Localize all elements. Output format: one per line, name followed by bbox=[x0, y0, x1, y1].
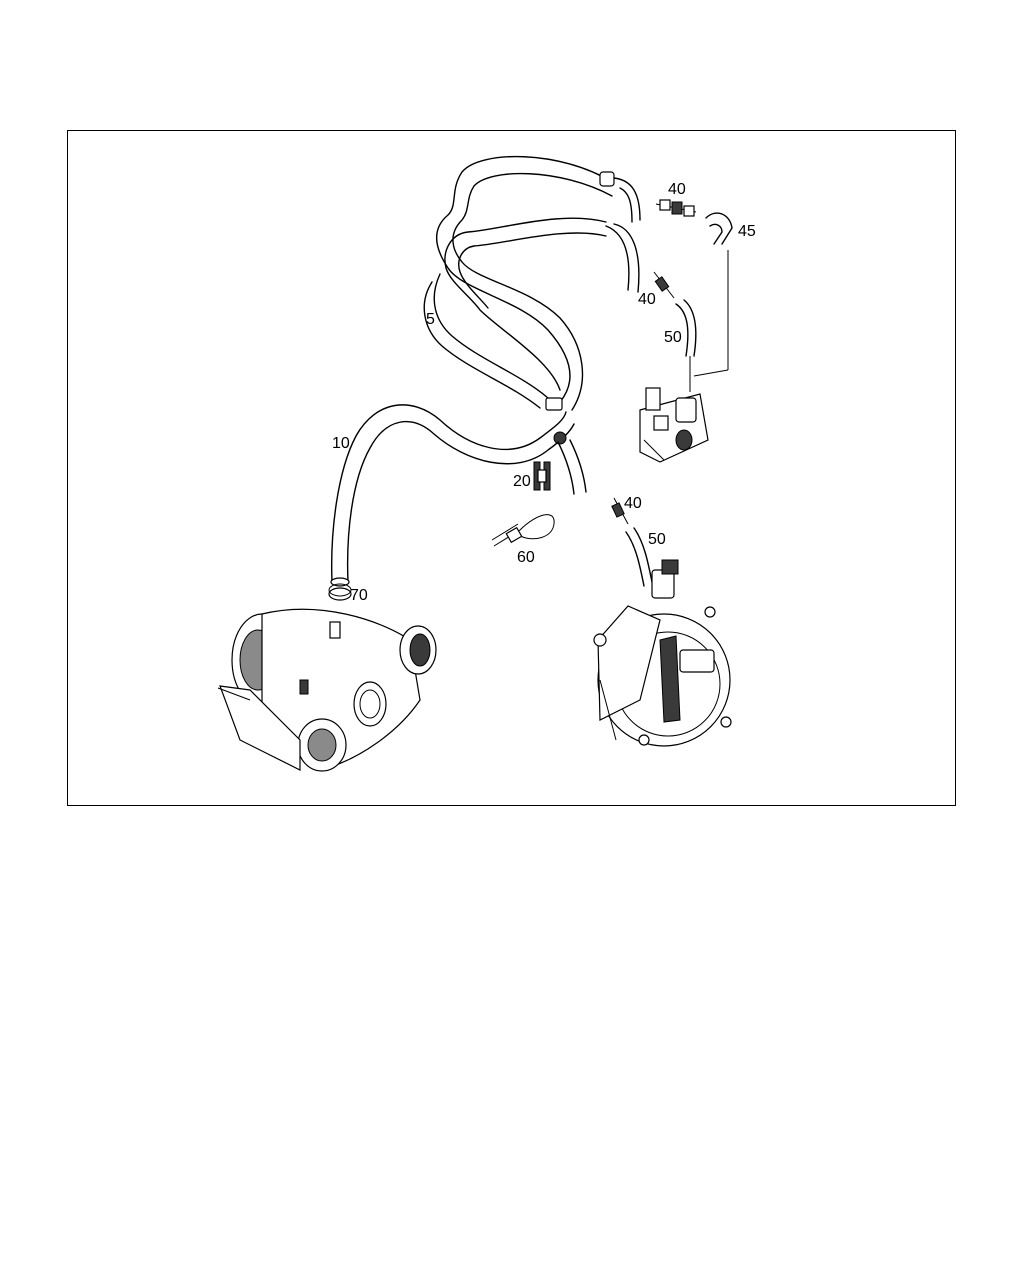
hose-short-lower bbox=[553, 431, 587, 495]
hose-10 bbox=[330, 404, 575, 587]
callout-50-upper: 50 bbox=[664, 329, 682, 346]
hose-5 bbox=[423, 155, 641, 411]
hose-45 bbox=[693, 212, 733, 377]
cable-tie-60 bbox=[491, 514, 555, 547]
connector-40-top bbox=[655, 199, 697, 217]
callout-40-lower: 40 bbox=[624, 495, 642, 512]
callout-70: 70 bbox=[350, 587, 368, 604]
pressure-transducer-icon bbox=[639, 387, 709, 463]
callout-45: 45 bbox=[738, 223, 756, 240]
callout-labels: 5 10 20 40 40 40 45 50 50 60 70 bbox=[332, 181, 756, 604]
callout-60: 60 bbox=[517, 549, 535, 566]
diagram-frame bbox=[67, 130, 956, 806]
hose-50-lower bbox=[625, 527, 653, 587]
callout-5: 5 bbox=[426, 311, 435, 328]
connector-40-middle bbox=[653, 271, 675, 299]
clamp-70 bbox=[328, 583, 352, 601]
hose-50-upper bbox=[675, 299, 697, 392]
callout-40-middle: 40 bbox=[638, 291, 656, 308]
callout-50-lower: 50 bbox=[648, 531, 666, 548]
connector-40-lower bbox=[611, 497, 629, 525]
callout-10: 10 bbox=[332, 435, 350, 452]
clip-20 bbox=[533, 461, 551, 491]
turbocharger-icon bbox=[217, 608, 437, 772]
callout-20: 20 bbox=[513, 473, 531, 490]
callout-40-top: 40 bbox=[668, 181, 686, 198]
vacuum-pump-icon bbox=[593, 559, 732, 747]
